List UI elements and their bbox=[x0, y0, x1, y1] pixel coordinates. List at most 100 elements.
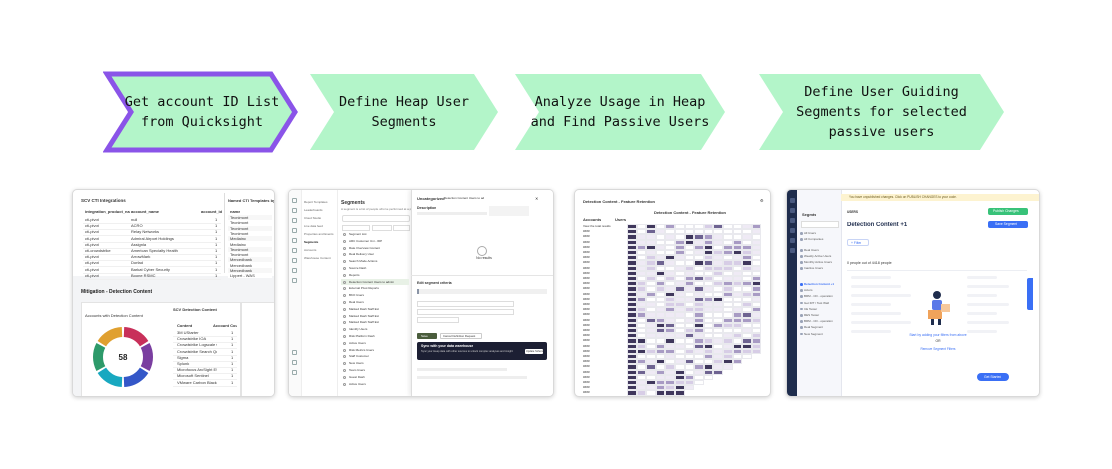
heap-segment-item[interactable]: Rate Overview Content bbox=[349, 245, 381, 250]
heap-filter-c[interactable] bbox=[393, 225, 410, 231]
heap-rail-icon[interactable] bbox=[292, 360, 297, 365]
heap-criteria-row-3[interactable] bbox=[417, 317, 459, 323]
ug-rail-icon[interactable] bbox=[789, 208, 795, 213]
heap-side-item[interactable]: Accounts bbox=[304, 248, 317, 252]
heap-segment-item[interactable]: BKO Users bbox=[349, 293, 365, 298]
retention-heat-cell bbox=[742, 322, 752, 328]
ug-rail-icon[interactable] bbox=[789, 198, 795, 203]
retention-heat-cell bbox=[665, 333, 675, 339]
heap-segment-item[interactable]: Marked Dash Staff Ext bbox=[349, 320, 379, 325]
ug-nav-item[interactable]: Real Users bbox=[804, 248, 819, 252]
retention-heat-cell bbox=[694, 260, 704, 266]
heap-save-button[interactable]: Save bbox=[417, 333, 437, 339]
heap-panel-tab[interactable]: Detection Content Users to admin bbox=[444, 196, 484, 200]
heap-rail-icon[interactable] bbox=[292, 218, 297, 223]
ug-rail-icon[interactable] bbox=[789, 238, 795, 243]
retention-settings-icon[interactable]: ⚙ bbox=[760, 198, 764, 203]
heap-rail-icon[interactable] bbox=[292, 278, 297, 283]
ug-get-started-button[interactable]: Get Started bbox=[977, 373, 1009, 381]
heap-cancel-button[interactable]: Cancel Definition Request bbox=[440, 333, 482, 339]
heap-sync-button[interactable]: Update Schema bbox=[525, 349, 543, 354]
retention-heat-cell bbox=[742, 260, 752, 266]
heap-side-item[interactable]: Leaderboards bbox=[304, 208, 323, 212]
retention-title: Detection Content - Feature Retention bbox=[583, 199, 656, 204]
heap-rail-icon[interactable] bbox=[292, 208, 297, 213]
ug-nav-item[interactable]: Get IRT / Test Wall bbox=[804, 300, 829, 305]
ug-nav-item[interactable]: Detection Content +1 bbox=[804, 282, 835, 286]
heap-rail-icon[interactable] bbox=[292, 370, 297, 375]
heap-segment-item[interactable]: Detection Content Users to admin bbox=[349, 279, 395, 284]
heap-segment-item[interactable]: Risk Metrics Users bbox=[349, 347, 375, 352]
heap-segment-item[interactable]: Source Dash bbox=[349, 266, 367, 270]
heap-rail-icon[interactable] bbox=[292, 258, 297, 263]
heap-segment-item[interactable]: Active Users bbox=[349, 340, 366, 345]
heap-filter-b[interactable] bbox=[372, 225, 392, 231]
retention-heat-cell bbox=[703, 302, 714, 308]
heap-segment-item[interactable]: Active Users bbox=[349, 381, 366, 386]
heap-segment-item[interactable]: ARC Customer Uni - IDP bbox=[349, 238, 383, 243]
heap-segment-item[interactable]: Identify Users bbox=[349, 327, 368, 332]
heap-segment-item[interactable]: Reports bbox=[349, 272, 360, 277]
retention-heat-cell bbox=[694, 270, 704, 276]
ug-nav-item[interactable]: New Segment bbox=[804, 331, 823, 336]
heap-segment-item[interactable]: Guest Dash bbox=[349, 374, 365, 379]
heap-side-item[interactable]: Warehouse Content bbox=[304, 256, 331, 260]
table2-cell: Mediainc bbox=[230, 236, 247, 242]
ug-nav-item[interactable]: Monthly Active Users bbox=[804, 260, 833, 264]
ug-nav-item[interactable]: Real Segment bbox=[804, 325, 824, 330]
retention-heat-cell bbox=[665, 239, 675, 245]
ug-filter-button[interactable]: + Filter bbox=[847, 239, 869, 246]
retention-heat-cell bbox=[751, 302, 762, 308]
heap-rail-icon[interactable] bbox=[292, 248, 297, 253]
ug-save-segment-button[interactable]: Save Segment bbox=[988, 221, 1028, 228]
heap-segment-item[interactable]: Real Users bbox=[349, 300, 364, 304]
ug-nav-item[interactable]: Weekly Active Users bbox=[804, 254, 832, 258]
heap-segment-item[interactable]: External Pivot Reports bbox=[349, 286, 379, 291]
ug-search-input[interactable] bbox=[801, 221, 839, 228]
ug-nav-item[interactable]: RES Tester bbox=[804, 313, 820, 317]
retention-heat-cell bbox=[636, 260, 647, 266]
heap-criteria-row-2[interactable] bbox=[417, 309, 514, 315]
heap-rail-icon[interactable] bbox=[292, 350, 297, 355]
heap-side-item[interactable]: Cloud Studio bbox=[304, 216, 322, 220]
heap-segment-item[interactable]: Staff Customer bbox=[349, 354, 369, 359]
retention-heat-cell bbox=[713, 322, 723, 328]
heap-segment-item[interactable]: Marked Dash Staff Ext bbox=[349, 306, 379, 311]
ug-nav-item[interactable]: Actors bbox=[804, 288, 813, 293]
ug-rail-icon[interactable] bbox=[789, 228, 795, 233]
heap-side-item[interactable]: Properties and Events bbox=[304, 232, 334, 236]
step-chevron-4: Define User Guiding Segments for selecte… bbox=[755, 70, 1008, 154]
heap-segment-item[interactable]: Risk Platform Dash bbox=[349, 334, 375, 338]
heap-criteria-row-1[interactable] bbox=[417, 301, 514, 307]
ug-publish-button[interactable]: Publish Changes bbox=[988, 208, 1028, 215]
ug-nav-item[interactable]: BRM - CD - operation bbox=[804, 294, 833, 299]
ug-nav-item[interactable]: BRM - CD - operation bbox=[804, 319, 833, 324]
heap-search-input[interactable] bbox=[342, 215, 410, 222]
ug-nav-item[interactable]: All Users bbox=[804, 231, 817, 235]
heap-rail-icon[interactable] bbox=[292, 268, 297, 273]
ug-rail-icon[interactable] bbox=[789, 218, 795, 223]
heap-segment-item[interactable]: Segment List bbox=[349, 232, 367, 236]
heap-segment-item[interactable]: New Users bbox=[349, 361, 364, 366]
heap-side-item[interactable]: Segments bbox=[304, 240, 319, 244]
retention-row-label: View the total results bbox=[583, 224, 611, 228]
heap-panel-refresh[interactable]: ✕ bbox=[535, 196, 539, 201]
heap-side-item[interactable]: Live data feed bbox=[304, 224, 323, 228]
ug-nav-item[interactable]: All Companies bbox=[804, 237, 824, 241]
ug-link-text[interactable]: Remove Segment Filters bbox=[920, 347, 956, 351]
table3-cell-content: VMware Carbon Black EDR bbox=[177, 379, 217, 385]
heap-filter-a[interactable] bbox=[342, 225, 370, 231]
retention-heat-cell bbox=[684, 312, 695, 318]
heap-rail-icon[interactable] bbox=[292, 228, 297, 233]
heap-segment-item[interactable]: Team Users bbox=[349, 368, 366, 372]
ug-rail-icon[interactable] bbox=[789, 248, 795, 253]
heap-rail-icon[interactable] bbox=[292, 198, 297, 203]
ug-side-tab[interactable] bbox=[1027, 278, 1033, 310]
ug-nav-item[interactable]: Inactive Users bbox=[804, 266, 824, 270]
heap-side-item[interactable]: Report Templates bbox=[304, 200, 328, 204]
heap-segment-item[interactable]: Search Mode Actions bbox=[349, 259, 378, 264]
ug-nav-item[interactable]: CE Tester bbox=[804, 306, 818, 311]
heap-rail-icon[interactable] bbox=[292, 238, 297, 243]
heap-segment-item[interactable]: Marked Dash Staff Ext bbox=[349, 313, 379, 318]
heap-segment-item[interactable]: Real Delivery User bbox=[349, 252, 375, 257]
